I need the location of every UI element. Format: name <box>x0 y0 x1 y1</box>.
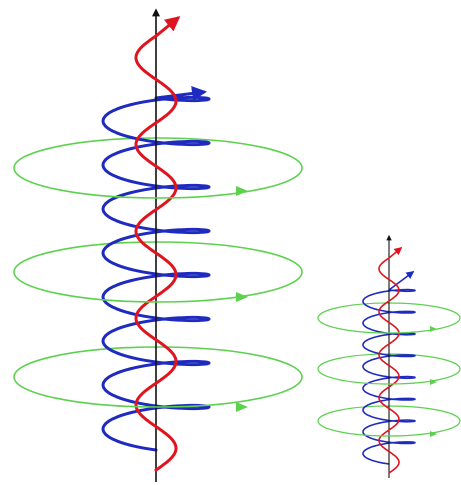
large-panel <box>13 8 303 482</box>
large-ring-1-front <box>13 167 303 199</box>
large-ring-2-front <box>13 271 303 303</box>
large-blue-helix <box>101 86 211 452</box>
large-ring-3-arrow <box>236 402 248 412</box>
large-ring-3-front <box>13 376 303 408</box>
small-blue-helix <box>362 271 416 465</box>
large-ring-2-back <box>13 241 303 273</box>
small-ring-3-front <box>317 420 461 437</box>
large-ring-1-back <box>13 137 303 169</box>
small-ring-2-arrow <box>430 379 437 385</box>
large-ring-2-arrow <box>236 292 248 302</box>
small-red-wave <box>378 246 403 474</box>
small-ring-1-front <box>317 317 461 334</box>
small-panel <box>317 234 461 478</box>
large-ring-3-back <box>13 346 303 378</box>
large-rings-front <box>13 167 303 412</box>
large-ring-1-arrow <box>236 186 248 196</box>
large-red-wave <box>134 16 181 472</box>
small-ring-2-front <box>317 368 461 385</box>
small-ring-1-arrow <box>430 326 437 332</box>
large-rings-back <box>13 137 303 378</box>
small-rings-front <box>317 317 461 437</box>
small-ring-3-arrow <box>430 431 437 437</box>
